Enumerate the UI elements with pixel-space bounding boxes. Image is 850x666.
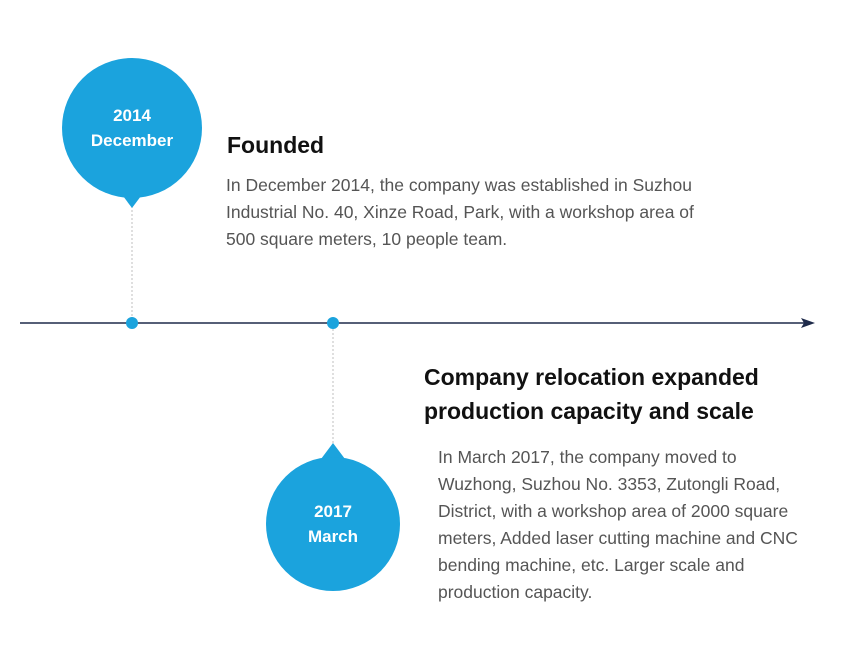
date-badge-2017: [266, 443, 400, 591]
badge-year: 2014: [113, 106, 151, 125]
date-badge-2017-text: 2017 March: [263, 499, 403, 549]
date-badge-2014: [62, 58, 202, 208]
date-badge-2014-text: 2014 December: [62, 103, 202, 153]
timeline-dot-2017: [327, 317, 339, 329]
badge-month: December: [90, 131, 174, 150]
event-title-2014: Founded: [227, 132, 325, 158]
badge-month: March: [307, 527, 359, 546]
event-title-2017: Company relocation expanded production c…: [424, 364, 759, 424]
arrow-right-icon: [801, 318, 815, 328]
badge-year: 2017: [314, 502, 352, 521]
event-description-2017: In March 2017, the company moved to Wuzh…: [438, 447, 798, 602]
timeline-dot-2014: [126, 317, 138, 329]
event-description-2014: In December 2014, the company was establ…: [226, 175, 694, 249]
